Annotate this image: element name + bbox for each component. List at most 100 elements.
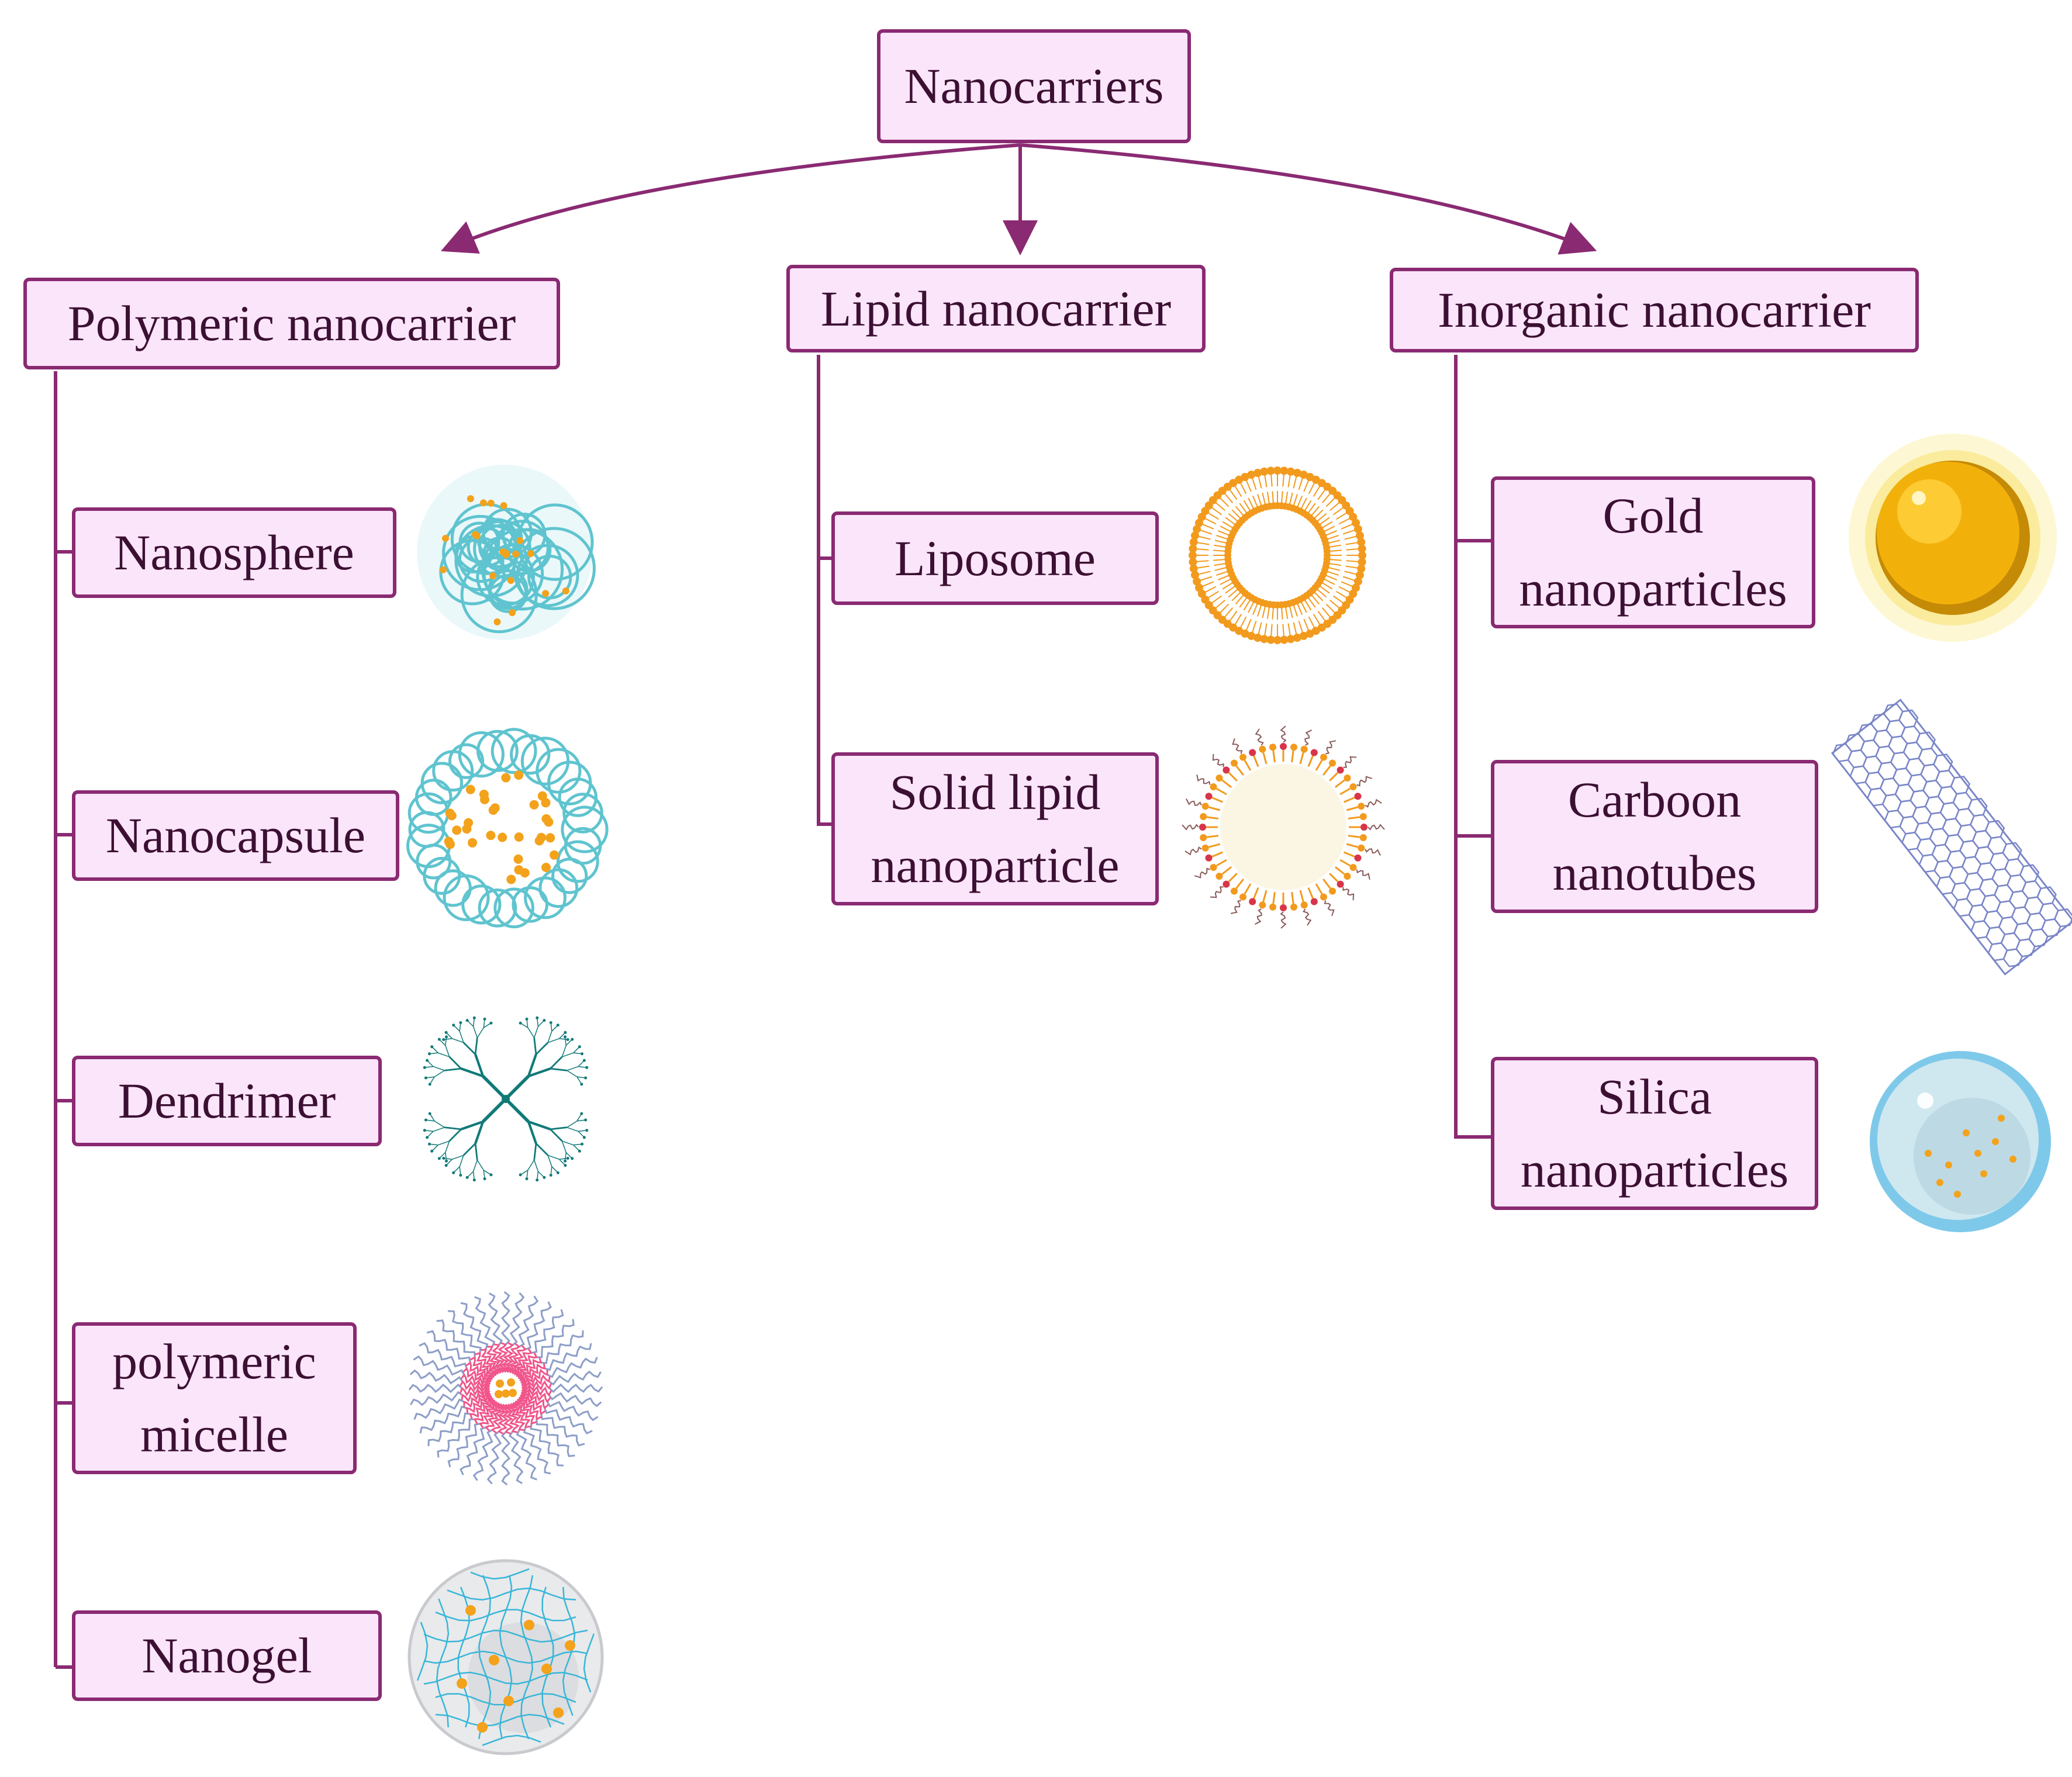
polymer-loop (458, 537, 505, 583)
lipid-tail (1199, 529, 1213, 535)
dendrimer-terminal (582, 1136, 586, 1139)
dendrimer-branch (433, 1126, 445, 1132)
lipid-head (1280, 743, 1287, 750)
lipid-head (1189, 544, 1197, 553)
mesh-strand (482, 1734, 541, 1746)
lipid-head (1253, 469, 1262, 477)
dendrimer-icon (423, 1016, 589, 1182)
dendrimer-branch (547, 1154, 560, 1160)
lipid-head (1353, 525, 1362, 534)
micelle-chain (491, 1403, 506, 1434)
dendrimer-branch (472, 1026, 478, 1038)
dendrimer-terminal (426, 1059, 429, 1062)
dendrimer-terminal (543, 1176, 546, 1179)
dendrimer-branch (433, 1066, 445, 1071)
lipid-tail (1222, 582, 1233, 590)
lipid-head (1273, 636, 1282, 644)
liposome-icon (1189, 466, 1366, 644)
item-polymeric-micelle: polymeric micelle (72, 1322, 357, 1474)
drug-dot (516, 537, 524, 544)
micelle-chain (523, 1427, 551, 1475)
drug-dot (444, 836, 454, 846)
shell-loop (510, 734, 551, 775)
lipid-head (1266, 466, 1275, 475)
lipid-tail (1196, 560, 1209, 562)
micelle-chain (544, 1343, 592, 1371)
micelle-chain (461, 1387, 491, 1402)
dendrimer-terminal (536, 1178, 539, 1182)
lipid-tail (1243, 500, 1251, 511)
lipid-head (1266, 635, 1275, 644)
drug-dot (486, 831, 496, 841)
gold-spark (1912, 491, 1926, 505)
lipid-tail (1214, 567, 1227, 571)
lipid-tail (1328, 567, 1341, 571)
lipid-head (1195, 583, 1203, 592)
item-label-line-2: nanoparticles (1519, 561, 1787, 617)
shell-loop (476, 730, 519, 772)
micelle-chain (509, 1292, 525, 1346)
micelle-chain (521, 1374, 551, 1389)
micelle-chain (427, 1412, 471, 1446)
drug-dot (506, 874, 516, 884)
dendrimer-terminal (578, 1045, 581, 1049)
drug-dot (489, 1655, 499, 1665)
item-label-line-2: nanoparticle (871, 837, 1120, 893)
item-label-line-1: Gold (1603, 488, 1704, 544)
lipid-tail (1224, 492, 1234, 503)
dendrimer-terminal (459, 1174, 462, 1177)
dendrimer-branch (547, 1038, 560, 1043)
shell-loop (561, 805, 609, 853)
lipid-tail (1262, 752, 1268, 765)
drug-dot (541, 1664, 552, 1674)
lipid-core (1220, 764, 1346, 890)
drug-dot (509, 609, 516, 616)
nanocapsule-icon (406, 728, 609, 929)
dendrimer-terminal (581, 1052, 583, 1056)
lipid-head (1189, 551, 1197, 559)
dendrimer-terminal (519, 1173, 522, 1177)
peg-chain (1185, 846, 1202, 856)
drug-dot (2009, 1156, 2016, 1163)
lipid-tail (1328, 540, 1341, 544)
micelle-chain (472, 1429, 493, 1481)
dendrimer-branch (461, 1120, 484, 1130)
drug-dot (472, 531, 479, 538)
lipid-tail (1228, 489, 1238, 500)
drug-dot (502, 549, 510, 557)
lipid-tail (1231, 509, 1241, 519)
dendrimer-branch (434, 1070, 445, 1077)
drug-dot (468, 838, 477, 848)
drug-dot (529, 800, 539, 810)
polymeric-micelle-icon (408, 1291, 603, 1486)
lipid-head (1293, 469, 1301, 477)
dendrimer-branch (550, 1067, 567, 1071)
lipid-tail (1228, 873, 1238, 883)
lipid-tail (1346, 548, 1359, 551)
micelle-chain (513, 1400, 537, 1425)
lipid-tail (1348, 835, 1360, 838)
lipid-head (1210, 864, 1217, 871)
lipid-tail (1207, 512, 1219, 520)
lipid-tail (1297, 496, 1303, 507)
dendrimer-terminal (566, 1038, 569, 1041)
peg-chain (1255, 728, 1264, 746)
lipid-head (1358, 803, 1365, 810)
lipid-tail (1264, 623, 1268, 637)
drug-dot (553, 1707, 564, 1718)
mesh-strand (478, 1575, 492, 1740)
lipid-tail (1262, 606, 1266, 618)
dendrimer-branch (482, 1075, 507, 1100)
lipid-head (1293, 634, 1301, 642)
lipid-tail (1329, 559, 1342, 561)
lipid-tail (1325, 497, 1336, 507)
shell-loop (551, 858, 588, 894)
dendrimer-branch (533, 1038, 537, 1055)
peg-chain (1182, 824, 1199, 831)
nanogel-icon (408, 1559, 604, 1755)
drug-dot (440, 566, 447, 573)
lipid-tail (1291, 891, 1294, 904)
lipid-tail (1199, 576, 1213, 582)
lipid-head (1290, 903, 1297, 911)
lipid-head (1320, 893, 1327, 901)
